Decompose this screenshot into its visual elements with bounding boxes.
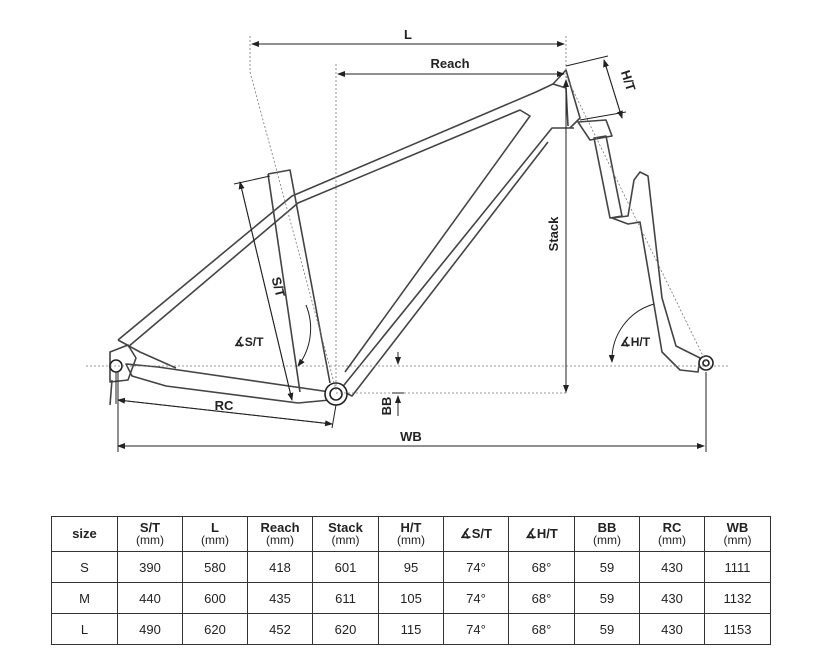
column-header: S/T(mm) [117, 516, 183, 552]
table-cell: 74° [443, 582, 509, 614]
head-tube [552, 69, 581, 129]
table-cell: 452 [247, 613, 313, 645]
column-header: ∡H/T [508, 516, 575, 552]
fork-lower [611, 171, 701, 373]
table-cell: 430 [639, 613, 705, 645]
column-header-name: ∡H/T [525, 526, 558, 541]
table-cell: 74° [443, 551, 509, 583]
table-cell: 490 [117, 613, 183, 645]
column-header: H/T(mm) [378, 516, 444, 552]
column-header-name: size [72, 526, 97, 541]
table-cell: 418 [247, 551, 313, 583]
column-header-unit: (mm) [201, 533, 229, 547]
column-header-name: Stack [328, 520, 363, 535]
table-cell: 440 [117, 582, 183, 614]
column-header-name: L [211, 520, 219, 535]
top-tube-inner [127, 109, 531, 373]
table-cell: 600 [182, 582, 248, 614]
bike-frame [109, 69, 701, 406]
label-ht-angle: ∡H/T [620, 335, 651, 349]
column-header: BB(mm) [574, 516, 640, 552]
table-cell: 601 [312, 551, 379, 583]
table-cell: 74° [443, 613, 509, 645]
column-header: ∡S/T [443, 516, 509, 552]
label-l: L [404, 27, 412, 42]
column-header-name: BB [597, 520, 617, 535]
table-cell: 115 [378, 613, 444, 645]
axles [109, 355, 714, 406]
seat-tube [267, 169, 331, 384]
column-header: size [51, 516, 118, 552]
table-cell: 105 [378, 582, 444, 614]
label-reach: Reach [430, 56, 469, 71]
table-cell: 611 [312, 582, 379, 614]
column-header-name: WB [726, 520, 749, 535]
column-header: Stack(mm) [312, 516, 379, 552]
table-cell: 390 [117, 551, 183, 583]
derailleur-hanger [109, 379, 113, 406]
label-bb: BB [379, 397, 394, 416]
seat-stay [117, 339, 177, 369]
table-cell: 620 [312, 613, 379, 645]
rear-dropout [109, 344, 137, 383]
column-header-unit: (mm) [593, 533, 621, 547]
label-ht: H/T [618, 68, 639, 93]
table-cell: 430 [639, 582, 705, 614]
table-cell: 59 [574, 551, 640, 583]
column-header-name: RC [662, 520, 682, 535]
label-st-angle: ∡S/T [234, 335, 264, 349]
column-header: Reach(mm) [247, 516, 313, 552]
table-cell: 95 [378, 551, 444, 583]
table-cell: L [51, 613, 118, 645]
table-cell: 1153 [704, 613, 771, 645]
table-cell: 435 [247, 582, 313, 614]
table-cell: 1111 [704, 551, 771, 583]
column-header-unit: (mm) [266, 533, 294, 547]
column-header-unit: (mm) [331, 533, 360, 547]
column-header-unit: (mm) [397, 533, 425, 547]
column-header: RC(mm) [639, 516, 705, 552]
table-cell: 430 [639, 551, 705, 583]
column-header-name: ∡S/T [460, 526, 492, 541]
column-header-unit: (mm) [723, 533, 752, 547]
column-header-name: S/T [139, 520, 161, 535]
table-cell: 68° [508, 582, 575, 614]
table-cell: 68° [508, 613, 575, 645]
table-cell: 59 [574, 613, 640, 645]
table-cell: 1132 [704, 582, 771, 614]
table-cell: S [51, 551, 118, 583]
label-wb: WB [400, 429, 422, 444]
dimension-lines [115, 41, 707, 452]
table-cell: M [51, 582, 118, 614]
column-header: L(mm) [182, 516, 248, 552]
label-rc: RC [215, 398, 234, 413]
column-header-unit: (mm) [658, 533, 686, 547]
column-header: WB(mm) [704, 516, 771, 552]
table-cell: 620 [182, 613, 248, 645]
table-cell: 68° [508, 551, 575, 583]
seat-tube-rear [267, 173, 301, 393]
label-stack: Stack [546, 216, 561, 251]
column-header-name: H/T [400, 520, 422, 535]
table-cell: 580 [182, 551, 248, 583]
fork-steerer [593, 135, 623, 219]
column-header-name: Reach [260, 520, 300, 535]
top-tube [117, 83, 569, 341]
column-header-unit: (mm) [136, 533, 164, 547]
label-st: S/T [269, 275, 288, 298]
table-cell: 59 [574, 582, 640, 614]
bike-geometry-diagram: L Reach H/T Stack S/T ∡S/T ∡H/T RC BB WB [86, 27, 730, 452]
fork-crown [577, 119, 613, 141]
chain-stay [125, 363, 331, 404]
down-tube [339, 127, 574, 397]
